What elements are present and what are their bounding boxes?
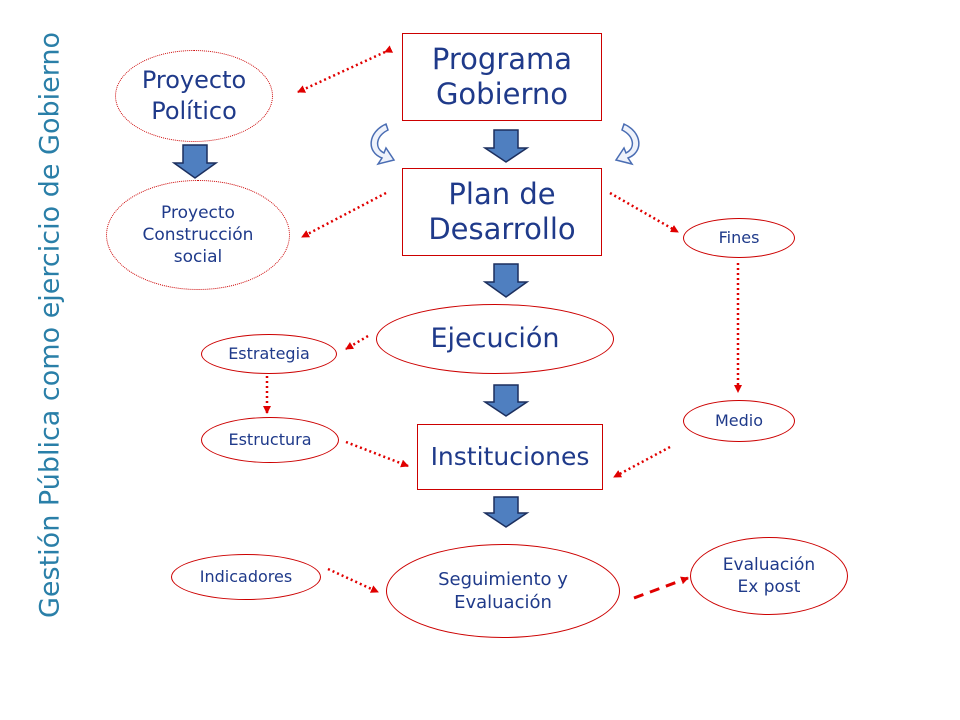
block-arrow-ejecucion-instituciones: [482, 384, 530, 417]
node-proyecto-construccion: Proyecto Construcción social: [106, 180, 290, 290]
connector-plan-construccion: [301, 191, 387, 239]
connector-programa-politico: [297, 45, 394, 94]
node-evaluacion-ex-post: Evaluación Ex post: [690, 537, 848, 615]
node-indicadores: Indicadores: [171, 554, 321, 600]
connector-plan-fines: [609, 191, 679, 234]
node-seguimiento: Seguimiento y Evaluación: [386, 544, 620, 638]
node-programa-gobierno-label: Programa Gobierno: [431, 42, 573, 111]
node-plan-desarrollo: Plan de Desarrollo: [402, 168, 602, 256]
node-instituciones: Instituciones: [417, 424, 603, 490]
block-arrow-instituciones-seguimiento: [482, 496, 530, 528]
node-estructura: Estructura: [201, 417, 339, 463]
node-programa-gobierno: Programa Gobierno: [402, 33, 602, 121]
node-medio-label: Medio: [714, 410, 764, 430]
connector-estructura-instituciones: [345, 440, 409, 468]
node-indicadores-label: Indicadores: [199, 566, 293, 586]
node-seguimiento-label: Seguimiento y Evaluación: [438, 568, 568, 613]
node-proyecto-construccion-label: Proyecto Construcción social: [142, 202, 254, 268]
connector-seguimiento-evaluacion: [633, 576, 689, 600]
connector-ejecucion-estrategia: [345, 334, 369, 351]
node-proyecto-politico: Proyecto Político: [115, 50, 273, 142]
node-proyecto-politico-label: Proyecto Político: [141, 65, 247, 125]
block-arrow-plan-ejecucion: [482, 263, 530, 298]
node-ejecucion: Ejecución: [376, 304, 614, 374]
cycle-arrow-right-icon: [614, 122, 640, 166]
node-ejecucion-label: Ejecución: [430, 323, 560, 355]
node-estrategia: Estrategia: [201, 334, 337, 374]
connector-indicadores-seguimiento: [327, 567, 379, 594]
node-evaluacion-ex-post-label: Evaluación Ex post: [722, 554, 816, 597]
cycle-arrow-left-icon: [370, 122, 396, 166]
node-estructura-label: Estructura: [228, 429, 312, 449]
node-estrategia-label: Estrategia: [228, 343, 310, 363]
node-medio: Medio: [683, 400, 795, 442]
block-arrow-programa-plan: [482, 129, 530, 163]
node-fines: Fines: [683, 218, 795, 258]
node-plan-desarrollo-label: Plan de Desarrollo: [428, 177, 576, 246]
node-instituciones-label: Instituciones: [430, 442, 590, 471]
connector-medio-instituciones: [613, 445, 671, 479]
node-fines-label: Fines: [718, 227, 760, 247]
block-arrow-politico-construccion: [171, 144, 219, 179]
side-title: Gestión Pública como ejercicio de Gobier…: [34, 31, 66, 619]
